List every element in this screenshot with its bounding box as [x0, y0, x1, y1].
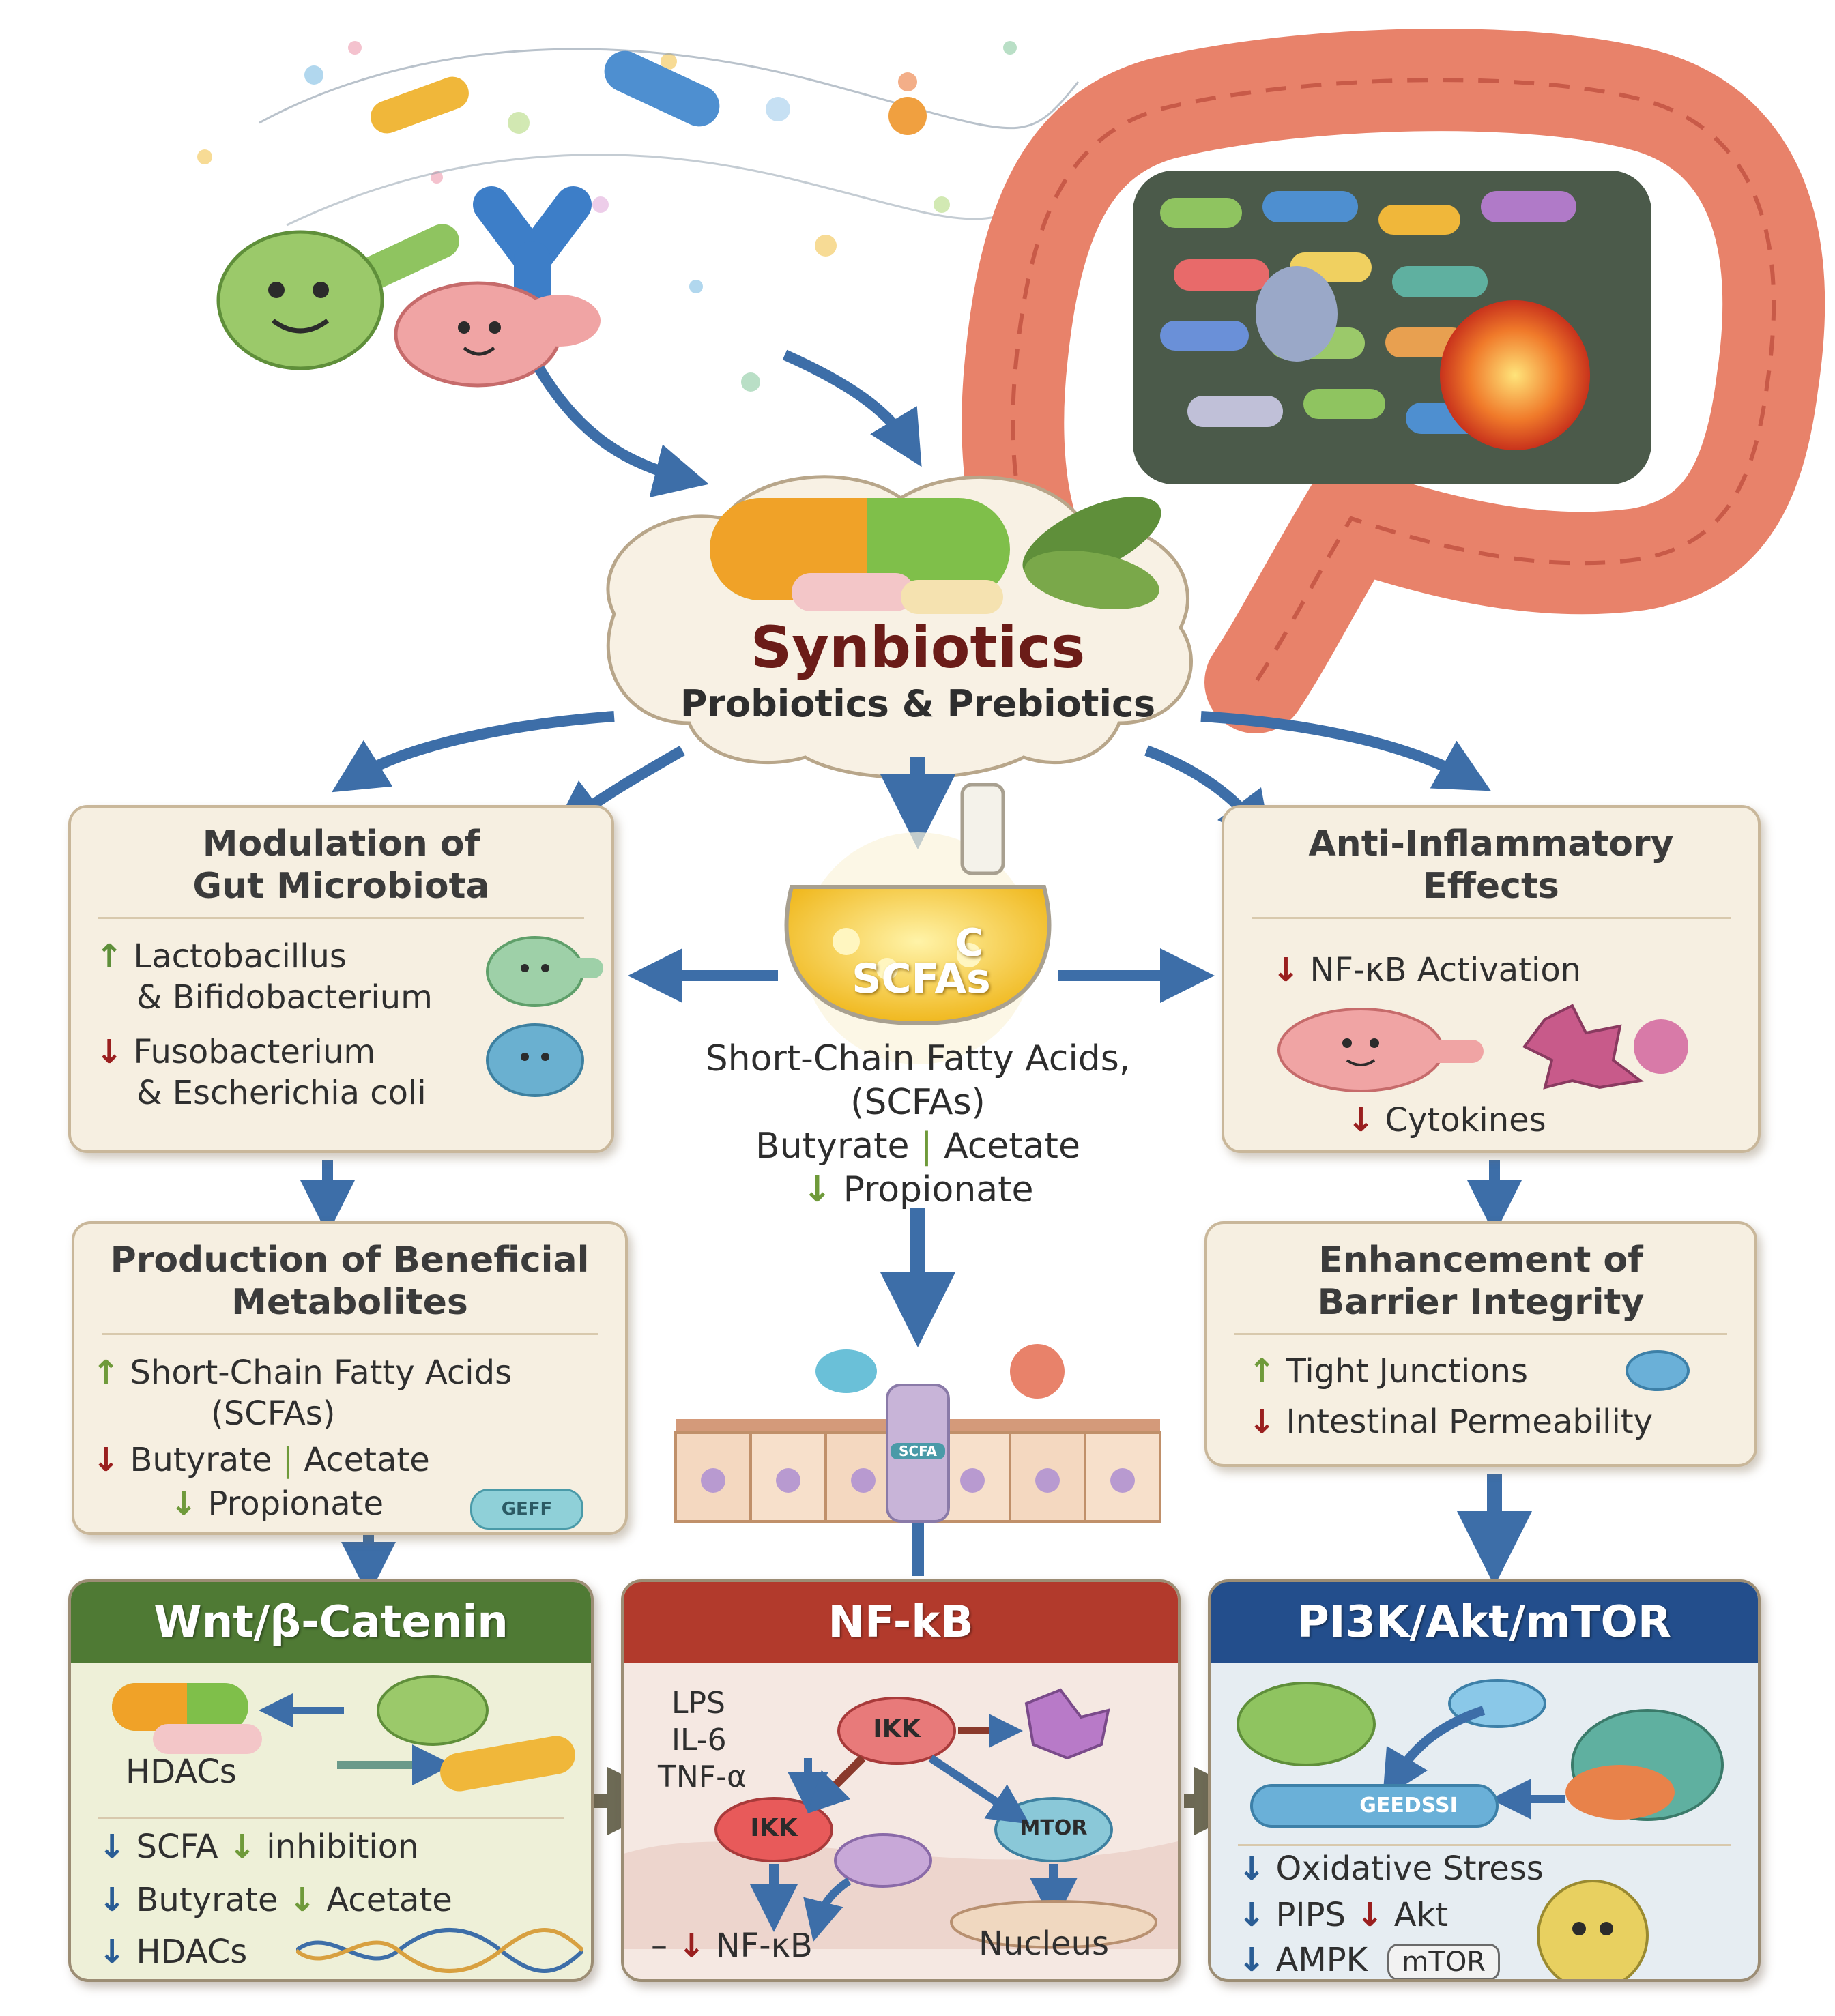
down-arrow-icon: ↓: [1356, 1896, 1384, 1934]
cytokines-line: ↓ Cytokines: [1347, 1101, 1546, 1139]
scfa-flask-letter: C: [955, 921, 984, 965]
up-arrow-icon: ↑: [92, 1354, 120, 1392]
ampk-mtor-line: ↓ AMPK mTOR: [1238, 1941, 1501, 1979]
mtor-badge: mTOR: [1387, 1944, 1501, 1979]
down-arrow-icon: ↓: [98, 1881, 126, 1919]
nucleus-label: Nucleus: [979, 1925, 1110, 1963]
tight-junctions-line: ↑ Tight Junctions: [1248, 1352, 1528, 1390]
antibody-icon: [473, 186, 592, 319]
anti-inflammatory-box: Anti-Inflammatory Effects ↓ NF-κB Activa…: [1222, 805, 1761, 1153]
up-arrow-icon: ↑: [1248, 1352, 1276, 1390]
scfa-center-line2: (SCFAs): [850, 1082, 985, 1123]
down-arrow-icon: ↓: [170, 1485, 198, 1523]
immune-cells-icon: [1277, 1004, 1688, 1092]
scfa-center-line4: ↓ Propionate: [802, 1169, 1034, 1210]
barrier-title: Enhancement of Barrier Integrity: [1317, 1240, 1645, 1323]
nfkb-activation-line: ↓ NF-κB Activation: [1272, 951, 1582, 989]
propionate-line: ↓ Propionate: [170, 1485, 384, 1523]
tumor-icon: [1440, 300, 1590, 450]
capsule-icon: [710, 497, 1161, 614]
divider: [98, 1817, 564, 1819]
fusobacterium-line: ↓ Fusobacterium: [96, 1033, 376, 1071]
divider: [1234, 1333, 1727, 1335]
scfa-abbrev-line: (SCFAs): [211, 1394, 336, 1433]
ikk-node-top: IKK: [873, 1715, 921, 1743]
down-arrow-icon: ↓: [1272, 951, 1300, 989]
modulation-title: Modulation of Gut Microbiota: [192, 823, 490, 907]
tnf-label: TNF-α: [658, 1759, 747, 1794]
down-arrow-icon: ↓: [1238, 1850, 1266, 1888]
divider: [98, 917, 584, 919]
dna-icon: [296, 1928, 583, 1973]
pi3k-illustration: [1237, 1679, 1724, 1979]
anti-inflammatory-title: Anti-Inflammatory Effects: [1308, 823, 1674, 907]
oxidative-stress-line: ↓ Oxidative Stress: [1238, 1850, 1544, 1888]
pi3k-header: PI3K/Akt/mTOR: [1211, 1582, 1758, 1663]
down-arrow-icon: ↓: [1248, 1403, 1276, 1441]
hdacs-illustration-label: HDACs: [126, 1753, 237, 1791]
down-arrow-icon: ↓: [92, 1441, 120, 1479]
down-arrow-icon: ↓: [1238, 1896, 1266, 1934]
lactobacillus-line: ↑ Lactobacillus: [96, 937, 347, 976]
bubble-cluster: [197, 41, 1073, 392]
butyrate-acetate-line: ↓ Butyrate ↓ Acetate: [98, 1881, 452, 1919]
cell-icon: [1626, 1350, 1690, 1391]
pi3k-panel: PI3K/Akt/mTOR GEEDSSI ↓ Oxidative Stress…: [1208, 1579, 1761, 1982]
down-arrow-icon: ↓: [1347, 1101, 1375, 1139]
down-arrow-icon: ↓: [96, 1033, 124, 1071]
synbiotics-subtitle: Probiotics & Prebiotics: [680, 682, 1156, 725]
down-arrow-icon: ↓: [288, 1881, 317, 1919]
scfa-center-line3: Butyrate | Acetate: [755, 1126, 1080, 1167]
nfkb-header: NF-kB: [624, 1582, 1178, 1663]
capsule-icon: GEFF: [470, 1489, 583, 1530]
pink-bacterium-icon: [394, 281, 601, 388]
butyrate-acetate-line: ↓ Butyrate | Acetate: [92, 1441, 430, 1479]
scfa-flask-label: SCFAs: [852, 955, 991, 1003]
hdacs-line: ↓ HDACs: [98, 1933, 248, 1971]
down-arrow-icon: ↓: [228, 1828, 256, 1866]
ikk-node-bottom: IKK: [750, 1814, 798, 1842]
divider: [102, 1333, 598, 1335]
metabolites-box: Production of Beneficial Metabolites ↑ S…: [72, 1221, 628, 1535]
down-arrow-icon: ↓: [98, 1828, 126, 1866]
down-arrow-icon: ↓: [678, 1927, 706, 1965]
metabolites-title: Production of Beneficial Metabolites: [110, 1240, 590, 1323]
up-arrow-icon: ↑: [96, 937, 124, 976]
down-arrow-icon: ↓: [98, 1933, 126, 1971]
ecoli-line: & Escherichia coli: [136, 1074, 427, 1112]
modulation-box: Modulation of Gut Microbiota ↑ Lactobaci…: [68, 805, 614, 1153]
wnt-header: Wnt/β-Catenin: [71, 1582, 591, 1663]
wnt-illustration: [112, 1675, 575, 1792]
mtor-node: MTOR: [1020, 1816, 1088, 1840]
scfa-increase-line: ↑ Short-Chain Fatty Acids: [92, 1354, 512, 1392]
nfkb-panel: NF-kB LPS IL-6 TNF-α IKK IKK MTOR – ↓ NF…: [621, 1579, 1181, 1982]
pi3k-capsule-label: GEEDSSI: [1359, 1794, 1458, 1817]
epithelium-channel-label: SCFA: [891, 1443, 945, 1459]
divider: [1238, 1844, 1731, 1846]
wnt-panel: Wnt/β-Catenin HDACs ↓ SCFA ↓ inhibition …: [68, 1579, 594, 1982]
synbiotics-node: Synbiotics Probiotics & Prebiotics: [614, 600, 1222, 737]
synbiotics-title: Synbiotics: [750, 614, 1086, 681]
il6-label: IL-6: [671, 1723, 727, 1757]
scfa-inhibition-line: ↓ SCFA ↓ inhibition: [98, 1828, 419, 1866]
barrier-box: Enhancement of Barrier Integrity ↑ Tight…: [1204, 1221, 1757, 1467]
colon-illustration: [962, 29, 1825, 733]
nfkb-decrease-line: – ↓ NF-κB: [651, 1927, 813, 1965]
permeability-line: ↓ Intestinal Permeability: [1248, 1403, 1653, 1441]
divider: [1252, 917, 1731, 919]
epithelium-illustration: [674, 1344, 1161, 1523]
down-arrow-icon: ↓: [802, 1169, 833, 1210]
flask-icon: [784, 783, 1052, 1064]
nfkb-pathway-illustration: [624, 1688, 1178, 1949]
bifidobacterium-line: & Bifidobacterium: [136, 978, 433, 1017]
lps-label: LPS: [671, 1686, 725, 1721]
bacteria-icon: [486, 936, 603, 1097]
scfa-center-line1: Short-Chain Fatty Acids,: [705, 1038, 1131, 1079]
green-bacterium-icon: [216, 224, 459, 370]
pips-akt-line: ↓ PIPS ↓ Akt: [1238, 1896, 1449, 1934]
down-arrow-icon: ↓: [1238, 1941, 1266, 1979]
